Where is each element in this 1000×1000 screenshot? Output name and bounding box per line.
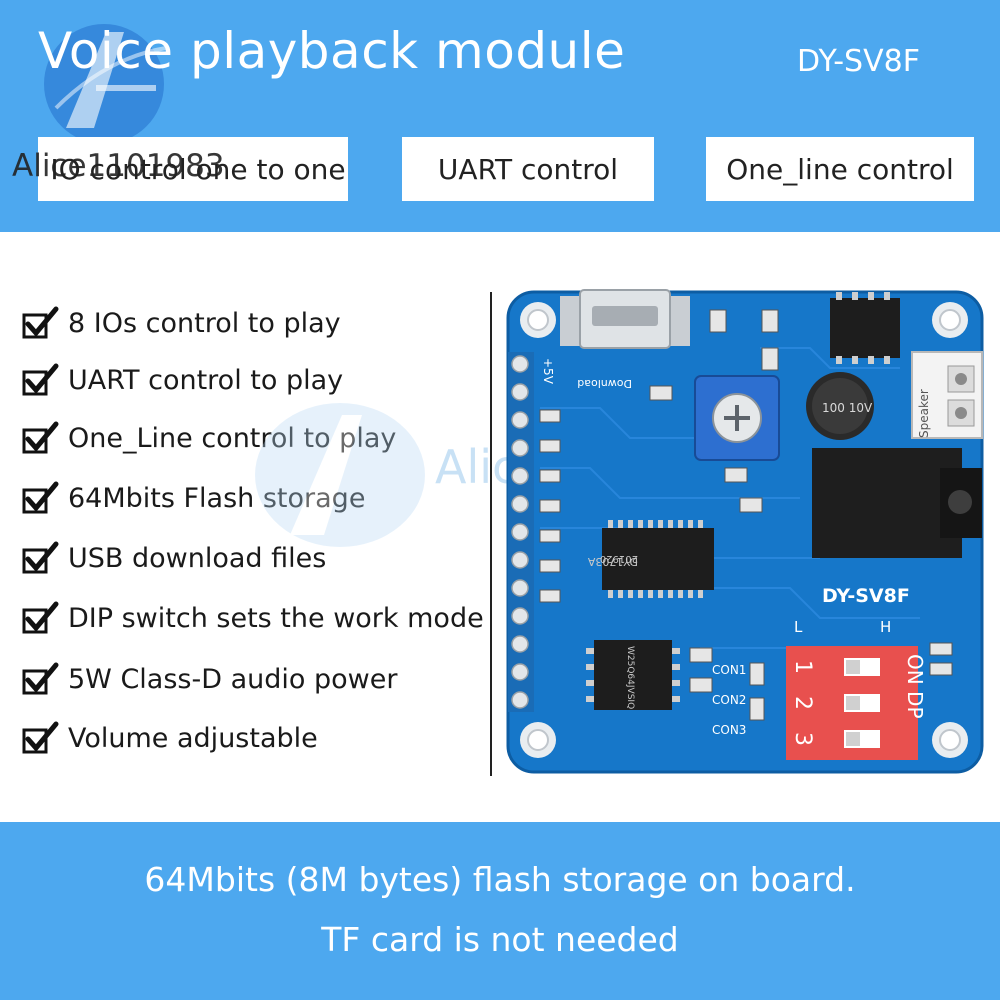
flash-chip-icon: W25Q64JVSIQ [586, 640, 680, 710]
footer-line-1: 64Mbits (8M bytes) flash storage on boar… [144, 860, 856, 899]
feature-label: UART control to play [68, 364, 344, 396]
speaker-connector-icon: Speaker [911, 351, 983, 439]
feature-label: 8 IOs control to play [68, 307, 341, 339]
pcb-board-image: +5V Download 100 10V Speaker [506, 289, 984, 774]
feature-label: USB download files [68, 542, 327, 574]
dip-number: 3 [790, 732, 815, 746]
chip-sub-label: 201920 [600, 553, 638, 564]
download-label: Download [577, 377, 632, 390]
watermark-text: Alice1101983 [12, 148, 225, 184]
feature-item: Volume adjustable [22, 713, 318, 763]
checkmark-icon [22, 306, 59, 339]
dip-number: 2 [790, 696, 815, 710]
checkmark-icon [22, 721, 59, 754]
mode-label: UART control [437, 152, 619, 186]
model-name: DY-SV8F [797, 44, 920, 79]
power-label: +5V [541, 358, 555, 385]
chip-label: DY1703A [587, 555, 638, 568]
feature-label: 5W Class-D audio power [68, 663, 398, 695]
feature-item: USB download files [22, 533, 326, 583]
feature-label: DIP switch sets the work mode [68, 602, 484, 634]
watermark-logo-icon [255, 403, 425, 547]
checkmark-icon [22, 541, 59, 574]
con1-label: CON1 [712, 663, 746, 677]
low-level-label: L [794, 618, 803, 636]
mode-label: One_line control [726, 152, 954, 186]
amplifier-chip-icon [830, 292, 900, 364]
audio-jack-icon [812, 448, 982, 558]
mounting-hole-icon [520, 302, 968, 758]
board-model-label: DY-SV8F [822, 585, 910, 607]
capacitor-icon: 100 10V [806, 372, 874, 440]
high-level-label: H [880, 618, 891, 636]
volume-knob-icon [694, 375, 780, 461]
checkmark-icon [22, 363, 59, 396]
footer-band [0, 822, 1000, 1000]
con2-label: CON2 [712, 693, 746, 707]
feature-item: 8 IOs control to play [22, 298, 341, 348]
con3-label: CON3 [712, 723, 746, 737]
watermark-logo-icon [44, 24, 167, 144]
divider [490, 292, 492, 776]
checkmark-icon [22, 601, 59, 634]
decoder-chip-icon: DY1703A 201920 [587, 520, 714, 598]
feature-item: UART control to play [22, 355, 343, 405]
dip-label: ON DP [903, 654, 927, 719]
capacitor-label: 100 10V [822, 401, 873, 415]
speaker-label: Speaker [917, 389, 931, 438]
feature-item: DIP switch sets the work mode [22, 593, 484, 643]
mode-box-one-line-control: One_line control [706, 137, 974, 201]
footer-line-2: TF card is not needed [321, 920, 679, 959]
dip-switch-icon [786, 646, 918, 760]
feature-label: One_Line control to play [68, 422, 397, 454]
mode-box-uart-control: UART control [402, 137, 654, 201]
checkmark-icon [22, 481, 59, 514]
checkmark-icon [22, 662, 59, 695]
mode-label: IO control one to one [50, 152, 346, 186]
feature-label: 64Mbits Flash storage [68, 482, 366, 514]
usb-port-icon [560, 289, 690, 349]
page-title: Voice playback module [38, 22, 626, 80]
feature-item: 64Mbits Flash storage [22, 473, 365, 523]
dip-number: 1 [790, 660, 815, 674]
feature-item: One_Line control to play [22, 413, 396, 463]
feature-item: 5W Class-D audio power [22, 654, 397, 704]
pin-header-icon [508, 352, 534, 712]
checkmark-icon [22, 421, 59, 454]
feature-label: Volume adjustable [68, 722, 318, 754]
mode-box-io-control: IO control one to one [38, 137, 348, 201]
flash-chip-label: W25Q64JVSIQ [625, 646, 635, 709]
